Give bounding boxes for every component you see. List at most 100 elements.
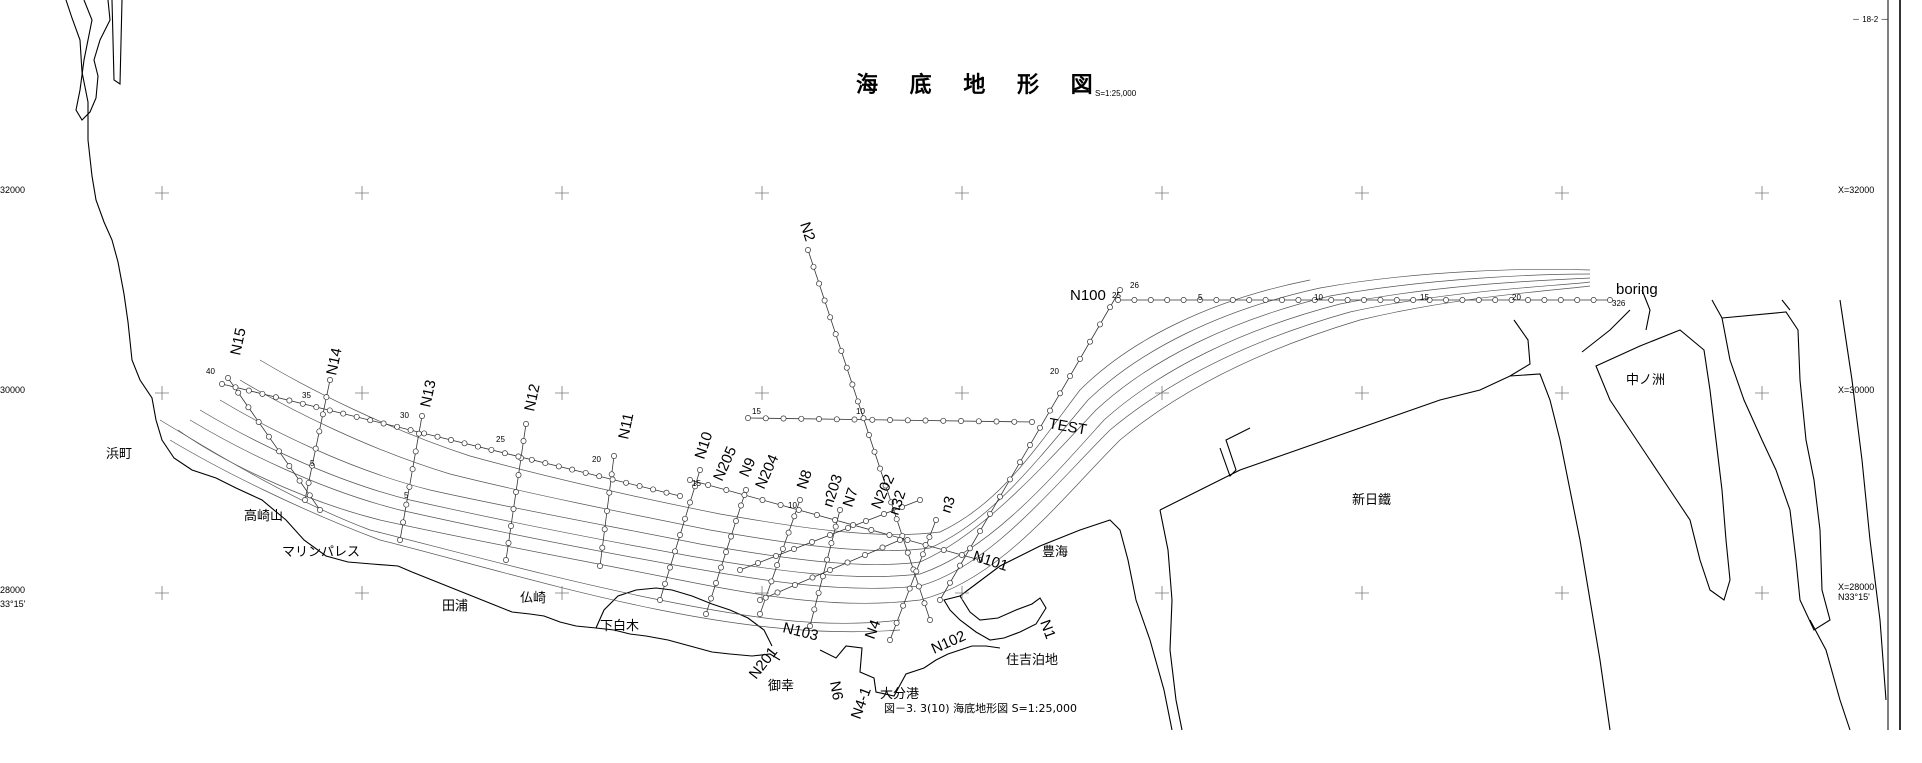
grid-cross xyxy=(555,586,569,600)
label-N201: N201 xyxy=(746,644,781,683)
grid-cross xyxy=(155,386,169,400)
survey-station-marker xyxy=(555,463,562,470)
survey-station-marker xyxy=(302,497,308,503)
shinnittetsu-west-edge xyxy=(1159,509,1183,731)
survey-station-marker xyxy=(272,394,279,401)
grid-cross xyxy=(1755,186,1769,200)
depth-label-10a: 10 xyxy=(788,501,797,510)
survey-station-marker xyxy=(827,314,834,321)
top-left-pier xyxy=(75,0,111,121)
survey-station-marker xyxy=(926,534,933,541)
survey-station-marker xyxy=(893,516,900,523)
survey-station-marker xyxy=(745,415,751,421)
coord-left-30000: 30000 xyxy=(0,385,25,395)
survey-station-marker xyxy=(777,502,784,508)
survey-station-marker xyxy=(849,381,856,388)
grid-cross xyxy=(1755,586,1769,600)
survey-station-marker xyxy=(672,548,678,555)
survey-station-marker xyxy=(286,397,293,404)
depth-label-326: 326 xyxy=(1612,299,1626,308)
survey-station-marker xyxy=(886,532,893,538)
survey-station-marker xyxy=(513,489,519,495)
grid-cross xyxy=(355,586,369,600)
survey-station-marker xyxy=(407,427,414,434)
survey-station-marker xyxy=(904,549,911,556)
survey-station-marker xyxy=(1017,459,1023,466)
port-structures xyxy=(819,289,1887,731)
survey-station-marker xyxy=(762,415,769,422)
grid-cross xyxy=(1555,186,1569,200)
survey-station-marker xyxy=(316,428,323,435)
survey-station-marker xyxy=(461,440,468,447)
survey-station-marker xyxy=(313,404,320,411)
survey-station-marker xyxy=(448,437,454,443)
survey-station-marker xyxy=(1197,297,1203,303)
survey-station-marker xyxy=(323,394,330,401)
survey-station-marker xyxy=(503,557,509,563)
survey-station-marker xyxy=(832,523,839,530)
nakanosu-island xyxy=(1595,329,1731,601)
survey-station-marker xyxy=(394,423,401,430)
label-n32: n32 xyxy=(886,488,910,517)
survey-station-marker xyxy=(868,527,875,533)
survey-station-marker xyxy=(601,526,608,533)
place-hamamachi: 浜町 xyxy=(106,447,132,462)
survey-station-marker xyxy=(813,512,820,518)
survey-station-marker xyxy=(687,499,693,506)
survey-station-marker xyxy=(832,331,839,338)
survey-station-marker xyxy=(1057,390,1063,397)
survey-station-marker xyxy=(245,404,252,411)
survey-station-marker xyxy=(245,387,252,394)
channel-line-2 xyxy=(1581,309,1631,353)
survey-station-marker xyxy=(723,487,730,493)
label-N103: N103 xyxy=(781,619,820,644)
east-land-mass xyxy=(1721,311,1831,631)
survey-station-marker xyxy=(977,528,983,535)
survey-station-marker xyxy=(434,433,441,440)
grid-cross xyxy=(1155,186,1169,200)
survey-station-marker xyxy=(636,483,643,490)
survey-station-marker xyxy=(677,532,683,538)
grid-cross xyxy=(355,386,369,400)
grid-cross xyxy=(955,586,969,600)
survey-station-marker xyxy=(597,563,603,569)
label-n3: n3 xyxy=(938,494,959,515)
label-N2: N2 xyxy=(796,220,818,244)
survey-station-marker xyxy=(265,433,272,440)
survey-station-marker xyxy=(897,537,903,543)
survey-station-marker xyxy=(1117,287,1123,293)
survey-station-marker xyxy=(809,539,815,545)
survey-station-marker xyxy=(1262,297,1269,303)
survey-line-N15 xyxy=(227,377,321,511)
survey-station-marker xyxy=(713,580,719,586)
survey-station-marker xyxy=(299,400,306,407)
depth-label-15b: 15 xyxy=(752,407,761,416)
survey-station-marker xyxy=(1590,297,1597,303)
survey-station-marker xyxy=(779,545,786,552)
label-N102: N102 xyxy=(929,628,969,658)
survey-station-marker xyxy=(904,417,911,424)
depth-label-20b: 20 xyxy=(1050,367,1059,376)
survey-station-marker xyxy=(569,466,576,473)
survey-station-marker xyxy=(309,462,316,469)
survey-station-marker xyxy=(805,247,811,253)
shinnittetsu-inner-pier xyxy=(1219,427,1251,478)
grid-cross xyxy=(955,186,969,200)
survey-station-marker xyxy=(957,562,963,569)
depth-label-26: 26 xyxy=(1130,281,1139,290)
survey-station-marker xyxy=(1393,297,1400,303)
survey-station-marker xyxy=(1087,338,1093,345)
survey-station-marker xyxy=(286,463,293,469)
survey-station-marker xyxy=(850,522,857,528)
label-N4-1: N4-1 xyxy=(848,685,875,721)
survey-station-marker xyxy=(606,489,613,496)
survey-station-marker xyxy=(1607,297,1613,303)
survey-station-marker xyxy=(682,515,688,522)
page-number: － 18-2 － xyxy=(1852,15,1888,24)
survey-station-marker xyxy=(523,421,529,427)
survey-station-marker xyxy=(810,263,817,270)
grid-cross xyxy=(1155,586,1169,600)
survey-station-marker xyxy=(795,507,802,513)
survey-station-marker xyxy=(759,497,766,503)
